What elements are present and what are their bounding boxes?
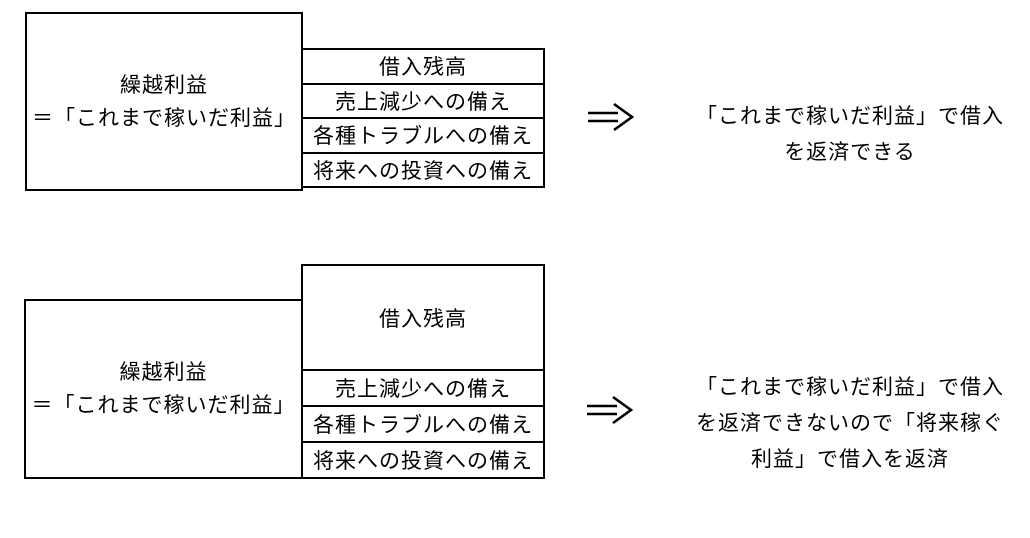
sales-decline-reserve-cell: 売上減少への備え xyxy=(303,85,543,119)
future-investment-reserve-cell: 将来への投資への備え xyxy=(313,450,533,473)
loan-balance-cell: 借入残高 xyxy=(303,50,543,85)
conclusion-bottom-line-3: 利益」で借入を返済 xyxy=(751,448,949,471)
implies-arrow-icon xyxy=(588,102,635,132)
conclusion-bottom-line-1: 「これまで稼いだ利益」で借入 xyxy=(696,376,1004,399)
trouble-reserve-cell: 各種トラブルへの備え xyxy=(303,407,543,443)
carryover-profit-formula: ＝「これまで稼いだ利益」 xyxy=(31,394,296,417)
carryover-profit-formula: ＝「これまで稼いだ利益」 xyxy=(32,106,296,130)
conclusion-bottom-line-2: を返済できないので「将来稼ぐ xyxy=(696,412,1004,435)
sales-decline-reserve-cell: 売上減少への備え xyxy=(303,371,543,407)
trouble-reserve-cell: 各種トラブルへの備え xyxy=(303,119,543,154)
future-investment-reserve-cell: 将来への投資への備え xyxy=(313,159,533,183)
implies-arrow-icon xyxy=(587,395,634,425)
liabilities-table-top: 借入残高 売上減少への備え 各種トラブルへの備え 将来への投資への備え xyxy=(301,48,545,188)
carryover-profit-box-bottom: 繰越利益 ＝「これまで稼いだ利益」 xyxy=(24,299,303,479)
carryover-profit-box-top: 繰越利益 ＝「これまで稼いだ利益」 xyxy=(25,12,303,191)
conclusion-text-bottom: 「これまで稼いだ利益」で借入 を返済できないので「将来稼ぐ 利益」で借入を返済 xyxy=(662,370,1030,478)
conclusion-top-line-2: を返済できる xyxy=(784,141,916,164)
conclusion-text-top: 「これまで稼いだ利益」で借入 を返済できる xyxy=(662,99,1030,171)
loan-balance-cell: 借入残高 xyxy=(303,266,543,371)
carryover-profit-label: 繰越利益 xyxy=(119,361,208,384)
carryover-profit-label: 繰越利益 xyxy=(120,73,208,97)
conclusion-top-line-1: 「これまで稼いだ利益」で借入 xyxy=(696,105,1004,128)
liabilities-table-bottom: 借入残高 売上減少への備え 各種トラブルへの備え 将来への投資への備え xyxy=(301,264,545,479)
